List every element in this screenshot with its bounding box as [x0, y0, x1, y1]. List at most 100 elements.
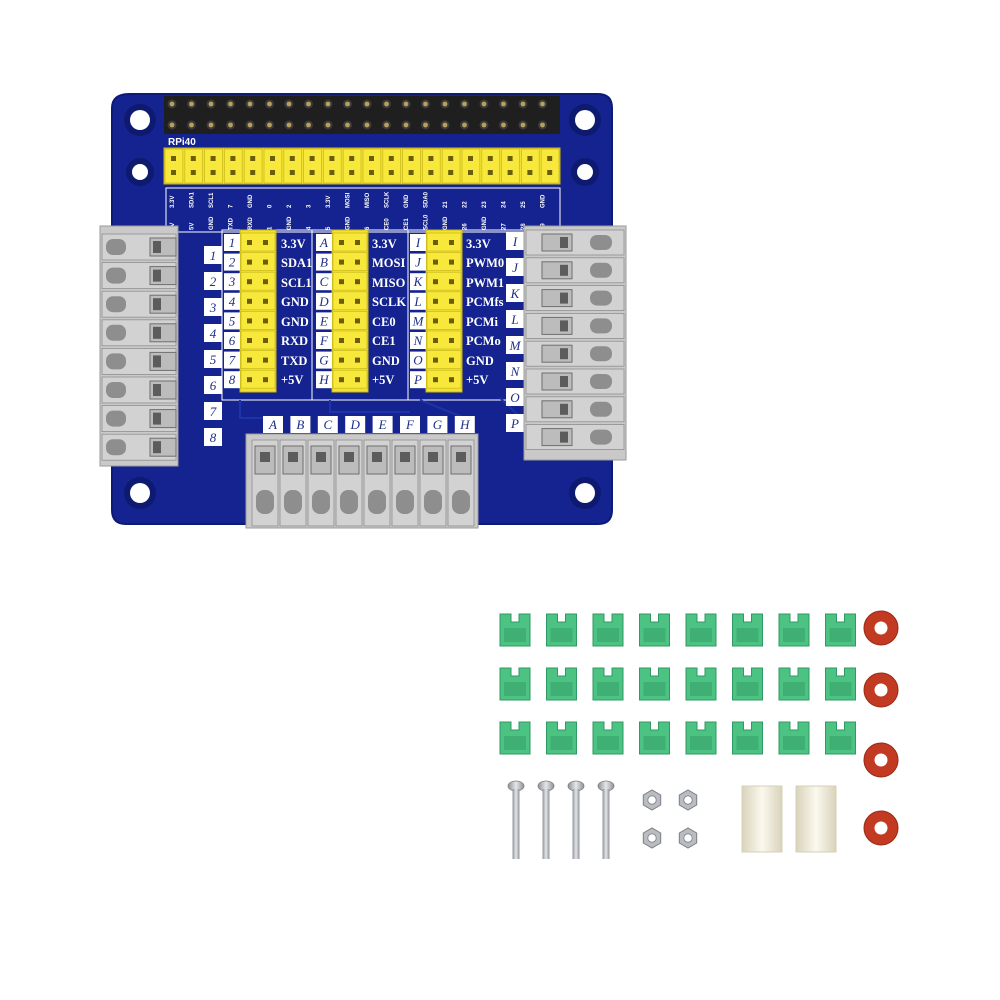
bank2-letter-tab — [410, 332, 426, 349]
bank1-letter-tab — [316, 292, 332, 310]
bottom-terminal-letter-tab-text: G — [433, 417, 443, 432]
right-terminal-letter-tab-text: N — [510, 364, 521, 379]
right-terminal-letter-tab-text: M — [509, 338, 522, 353]
right-terminal-letter-tab-text: K — [510, 286, 521, 301]
mounting-hole-ml — [126, 158, 154, 186]
bank1-letter-tab-text: D — [318, 294, 329, 309]
pin-label: 4 — [307, 226, 313, 230]
bank2-letter-tab-text: K — [413, 274, 424, 289]
pin-label: 3.3V — [326, 196, 332, 208]
bank2-letter-tab — [410, 292, 426, 310]
left-terminal-number-tab-text: 1 — [210, 248, 217, 263]
bank2-letter-tab — [410, 234, 426, 251]
screw — [537, 780, 555, 859]
bottom-terminal-letter-tab — [317, 416, 338, 433]
jumper-cap — [778, 613, 810, 647]
bank-cell — [426, 310, 462, 330]
bank2-letter-tab-text: P — [413, 372, 422, 387]
bank2-signal: GND — [372, 354, 400, 368]
right-terminal-letter-tab-text: I — [512, 234, 518, 249]
bank1-letter-tab — [316, 332, 332, 349]
right-terminal-letter-tab — [506, 336, 524, 354]
jumper-cap — [592, 667, 624, 701]
bottom-terminal-letter-tab — [290, 416, 311, 433]
female-header-cell — [521, 148, 540, 184]
pin-label: 1 — [268, 226, 274, 230]
right-terminal-letter-tab — [506, 232, 524, 250]
pin-label: GND — [541, 194, 547, 208]
bank-number-tab — [224, 351, 240, 369]
left-terminal-number-tab-text: 6 — [210, 378, 217, 393]
bank1-signal: SCL1 — [281, 276, 312, 290]
pin-label: GND — [482, 216, 488, 230]
bank-number-tab — [224, 234, 240, 251]
jumper-cap — [778, 667, 810, 701]
bank3-signal: PWM1 — [466, 276, 504, 290]
bank1-letter-tab-text: B — [320, 255, 328, 270]
pin-label: GND — [404, 194, 410, 208]
bank-cell — [240, 252, 276, 272]
left-terminal-number-tab-text: 8 — [210, 430, 217, 445]
bank-cell — [426, 252, 462, 272]
pin-label: CE1 — [404, 218, 410, 230]
bank1-signal: SDA1 — [281, 256, 312, 270]
pin-label: 3.3V — [170, 196, 176, 208]
jumper-cap — [685, 613, 717, 647]
bank-cell — [240, 369, 276, 389]
left-terminal-number-tab-text: 5 — [210, 352, 217, 367]
bank1-letter-tab-text: G — [319, 353, 329, 368]
jumper-cap — [499, 721, 531, 755]
right-terminal-letter-tab — [506, 258, 524, 276]
bank1-letter-tab — [316, 351, 332, 369]
bank1-signal: GND — [281, 295, 309, 309]
bottom-terminal-letter-tab-text: D — [350, 417, 361, 432]
bank1-letter-tab — [316, 312, 332, 330]
pin-label: SCL0 — [424, 214, 430, 230]
bank-cell — [426, 232, 462, 252]
standoff — [741, 785, 783, 853]
pin-label: RXD — [248, 217, 254, 230]
bank-cell — [332, 330, 368, 350]
right-terminal-letter-tab — [506, 388, 524, 406]
bank-number-tab — [224, 332, 240, 349]
female-header-cell — [283, 148, 302, 184]
pin-label: GND — [248, 194, 254, 208]
pin-label: 5 — [326, 226, 332, 230]
bank2-signal: CE1 — [372, 334, 396, 348]
accessories — [499, 610, 899, 859]
female-header-cell — [501, 148, 520, 184]
bottom-terminal-letter-tab — [372, 416, 393, 433]
bank-cell — [332, 252, 368, 272]
bank2-letter-tab — [410, 371, 426, 389]
jumper-cap — [825, 613, 856, 647]
jumper-cap — [732, 613, 763, 647]
bank1-letter-tab — [316, 273, 332, 291]
washer — [863, 742, 899, 778]
bank-number-tab — [224, 273, 240, 291]
bank2-letter-tab — [410, 273, 426, 291]
bank2-letter-tab — [410, 253, 426, 271]
pin-label: 0 — [268, 204, 274, 208]
bottom-terminal-letter-tab — [345, 416, 366, 433]
bank2-letter-tab-text: O — [413, 353, 423, 368]
bank2-letter-tab-text: L — [413, 294, 421, 309]
jumper-cap — [546, 667, 577, 701]
bank1-signal: GND — [281, 315, 309, 329]
bank-cell — [240, 330, 276, 350]
nut — [678, 827, 698, 849]
bank3-signal-labels: 3.3V PWM0 PWM1 PCMfs PCMi PCMo GND +5V — [466, 237, 504, 387]
female-header-cell — [243, 148, 263, 184]
pin-label: 21 — [443, 201, 449, 208]
bank2-signal: CE0 — [372, 315, 396, 329]
yellow-bank-3 — [425, 229, 463, 393]
washer — [863, 810, 899, 846]
bank-cell — [240, 291, 276, 311]
mounting-hole-br — [569, 477, 601, 509]
bank3-signal: PCMo — [466, 334, 501, 348]
female-header-cell — [540, 148, 560, 184]
pin-label: MISO — [365, 192, 371, 208]
left-terminal-number-tab-text: 7 — [210, 404, 217, 419]
pin-label: SCL1 — [209, 192, 215, 208]
